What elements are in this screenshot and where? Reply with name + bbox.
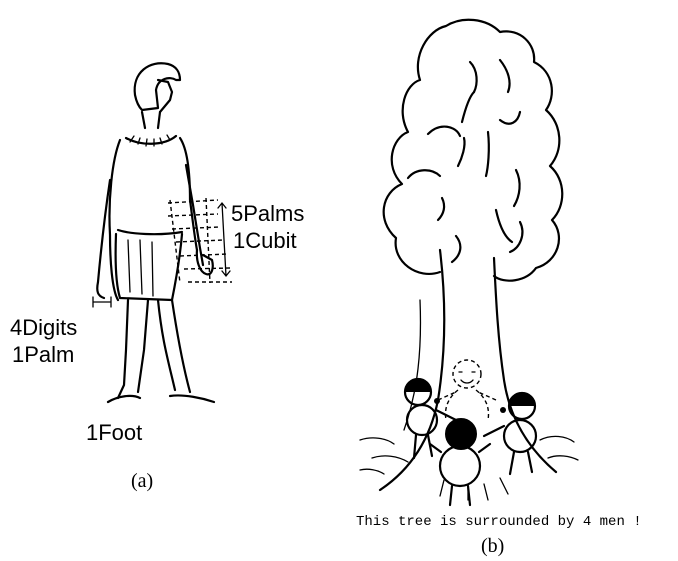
label-5-palms: 5Palms	[231, 201, 304, 226]
tree-sentence: This tree is surrounded by 4 men !	[356, 514, 642, 530]
man-left	[405, 379, 456, 458]
man-right	[484, 393, 536, 474]
palm-measure	[93, 297, 111, 307]
egyptian-man-figure	[97, 63, 214, 402]
man-behind-tree	[438, 360, 496, 420]
man-front	[430, 419, 490, 505]
label-1-cubit: 1Cubit	[233, 228, 297, 253]
label-1-foot: 1Foot	[86, 420, 142, 445]
caption-a: (a)	[131, 470, 153, 492]
caption-b: (b)	[481, 535, 504, 557]
label-1-palm: 1Palm	[12, 342, 74, 367]
label-4-digits: 4Digits	[10, 315, 77, 340]
